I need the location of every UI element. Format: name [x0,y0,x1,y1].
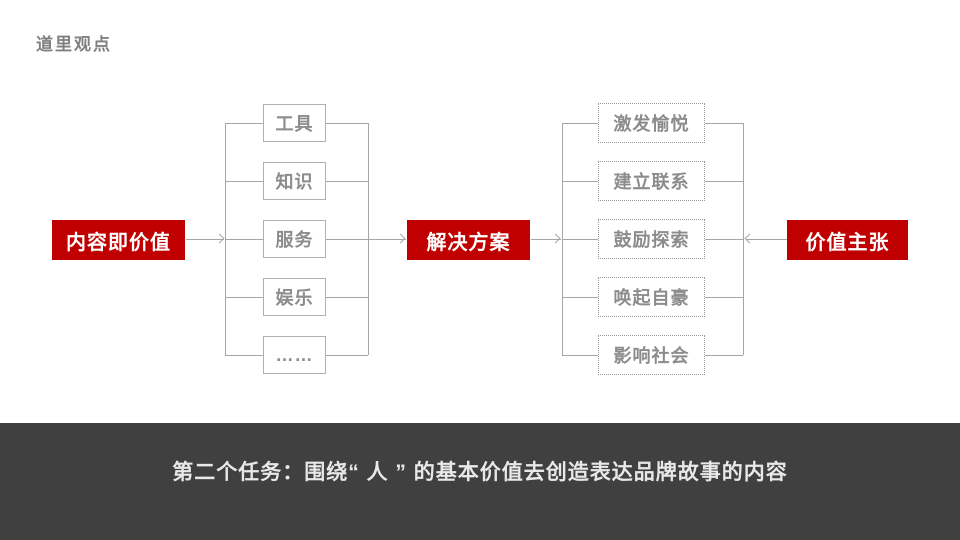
arrowhead-right-icon [215,234,225,244]
connector-line [562,123,598,124]
bracket-right-column-left [562,123,563,355]
footer-caption: 第二个任务：围绕“ 人 ” 的基本价值去创造表达品牌故事的内容 [172,456,788,486]
connector-line [225,297,263,298]
connector-line [225,239,263,240]
connector-line [326,355,368,356]
connector-line [326,239,368,240]
arrowhead-right-icon [551,234,561,244]
connector-line [562,297,598,298]
connector-line [705,239,743,240]
connector-line [326,297,368,298]
node-value-proposition: 价值主张 [787,220,908,260]
value-box: 唤起自豪 [598,277,705,317]
connector-line [225,181,263,182]
connector-line [326,181,368,182]
bracket-right-column-right [743,123,744,355]
value-box: 影响社会 [598,335,705,375]
connector-line [705,181,743,182]
value-box: 激发愉悦 [598,103,705,143]
connector-line [562,355,598,356]
node-solution: 解决方案 [407,220,530,260]
footer-bar: 第二个任务：围绕“ 人 ” 的基本价值去创造表达品牌故事的内容 [0,423,960,540]
category-box: 服务 [263,220,326,258]
connector-line [326,123,368,124]
arrowhead-left-icon [745,234,755,244]
connector-line [705,355,743,356]
value-box: 鼓励探索 [598,219,705,259]
connector-line [562,239,598,240]
category-box: 知识 [263,162,326,200]
connector-line [225,355,263,356]
arrowhead-right-icon [396,234,406,244]
category-box: 工具 [263,104,326,142]
category-box: …… [263,336,326,374]
connector-line [225,123,263,124]
connector-line [705,297,743,298]
bracket-left-column-left [225,123,226,355]
node-content-value: 内容即价值 [52,220,185,260]
value-box: 建立联系 [598,161,705,201]
category-box: 娱乐 [263,278,326,316]
connector-line [562,181,598,182]
connector-line [705,123,743,124]
slide-title: 道里观点 [36,30,112,55]
